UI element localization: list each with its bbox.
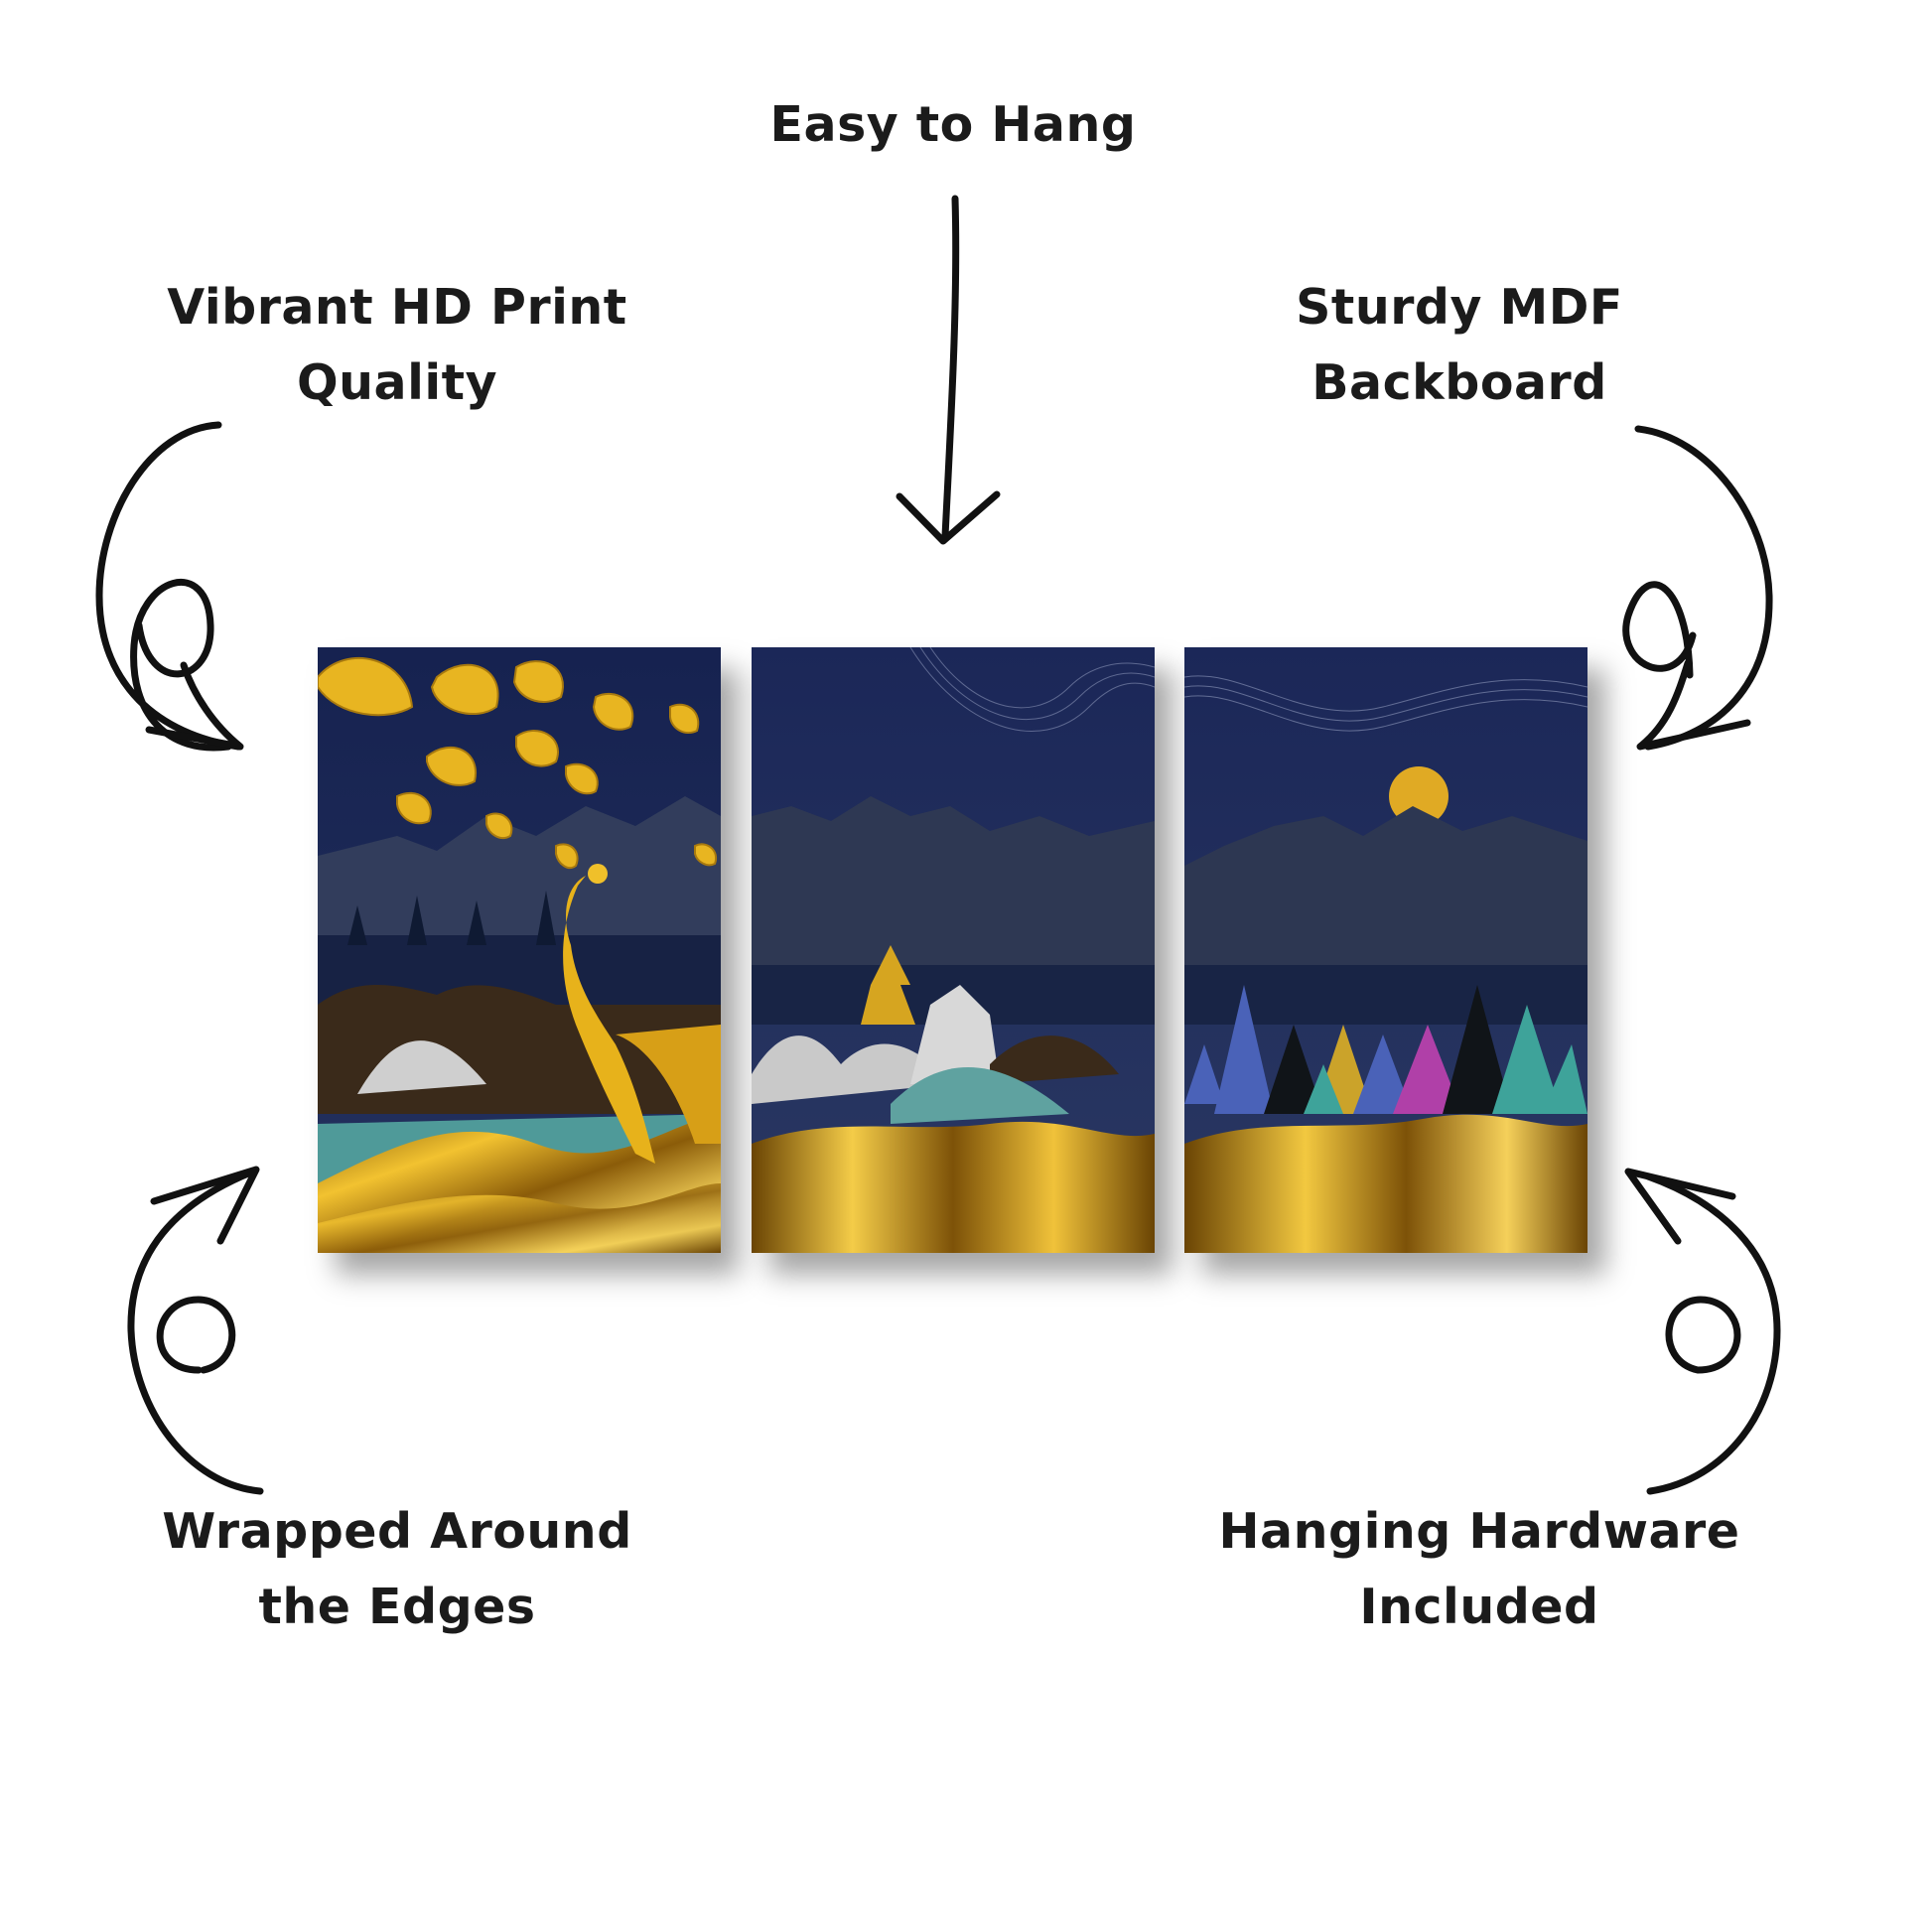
- feature-text: Included: [1359, 1579, 1599, 1635]
- feature-text: Quality: [296, 354, 498, 411]
- loop-arrow-icon: [1644, 1173, 1781, 1495]
- mountain-artwork: [752, 647, 1155, 1253]
- feature-hanging-hardware: Hanging Hardware Included: [1181, 1494, 1777, 1645]
- peacock-artwork: [318, 647, 721, 1253]
- arrowhead-icon: [145, 661, 244, 751]
- feature-text: Backboard: [1311, 354, 1607, 411]
- feature-vibrant-print: Vibrant HD Print Quality: [129, 270, 665, 421]
- feature-text: Vibrant HD Print: [167, 279, 627, 336]
- loop-arrow-icon: [1622, 425, 1773, 751]
- feature-easy-to-hang: Easy to Hang: [715, 87, 1191, 163]
- feature-text: the Edges: [258, 1579, 536, 1635]
- arrowhead-icon: [1624, 1168, 1736, 1245]
- arrowhead-icon: [150, 1166, 260, 1245]
- feature-text: Hanging Hardware: [1218, 1503, 1740, 1560]
- feature-sturdy-backboard: Sturdy MDF Backboard: [1251, 270, 1668, 421]
- artwork-panel-center: [752, 647, 1155, 1253]
- artwork-panel-right: [1184, 647, 1587, 1253]
- feature-wrapped-edges: Wrapped Around the Edges: [119, 1494, 675, 1645]
- loop-arrow-icon: [127, 1168, 264, 1495]
- feature-text: Easy to Hang: [769, 96, 1137, 153]
- feature-text: Wrapped Around: [162, 1503, 632, 1560]
- moon-trees-artwork: [1184, 647, 1587, 1253]
- arrow-down-icon: [896, 195, 1001, 545]
- loop-arrow-icon: [95, 421, 242, 752]
- artwork-panel-left: [318, 647, 721, 1253]
- feature-text: Sturdy MDF: [1296, 279, 1623, 336]
- arrowhead-icon: [1636, 659, 1751, 751]
